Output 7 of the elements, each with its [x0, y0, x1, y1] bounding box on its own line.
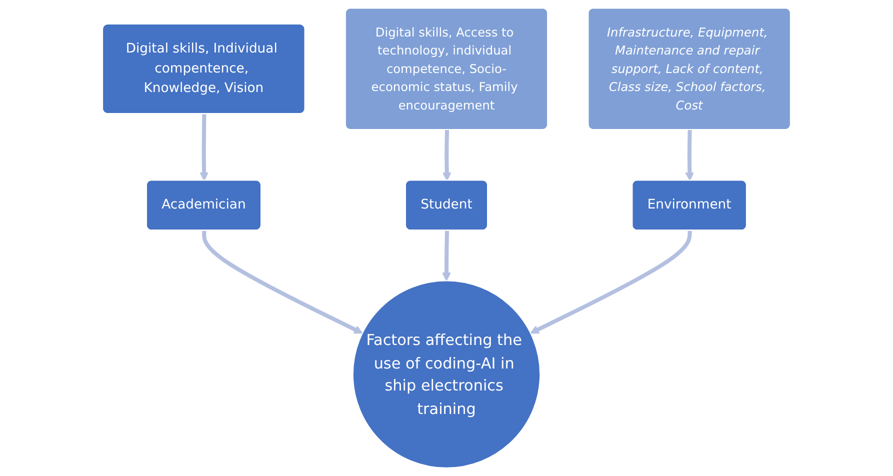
arrow	[202, 230, 363, 334]
node-circle	[352, 280, 541, 468]
arrow	[685, 130, 694, 181]
arrow	[442, 230, 451, 282]
arrow	[200, 114, 208, 181]
arrow	[530, 230, 692, 334]
arrow	[442, 130, 452, 181]
